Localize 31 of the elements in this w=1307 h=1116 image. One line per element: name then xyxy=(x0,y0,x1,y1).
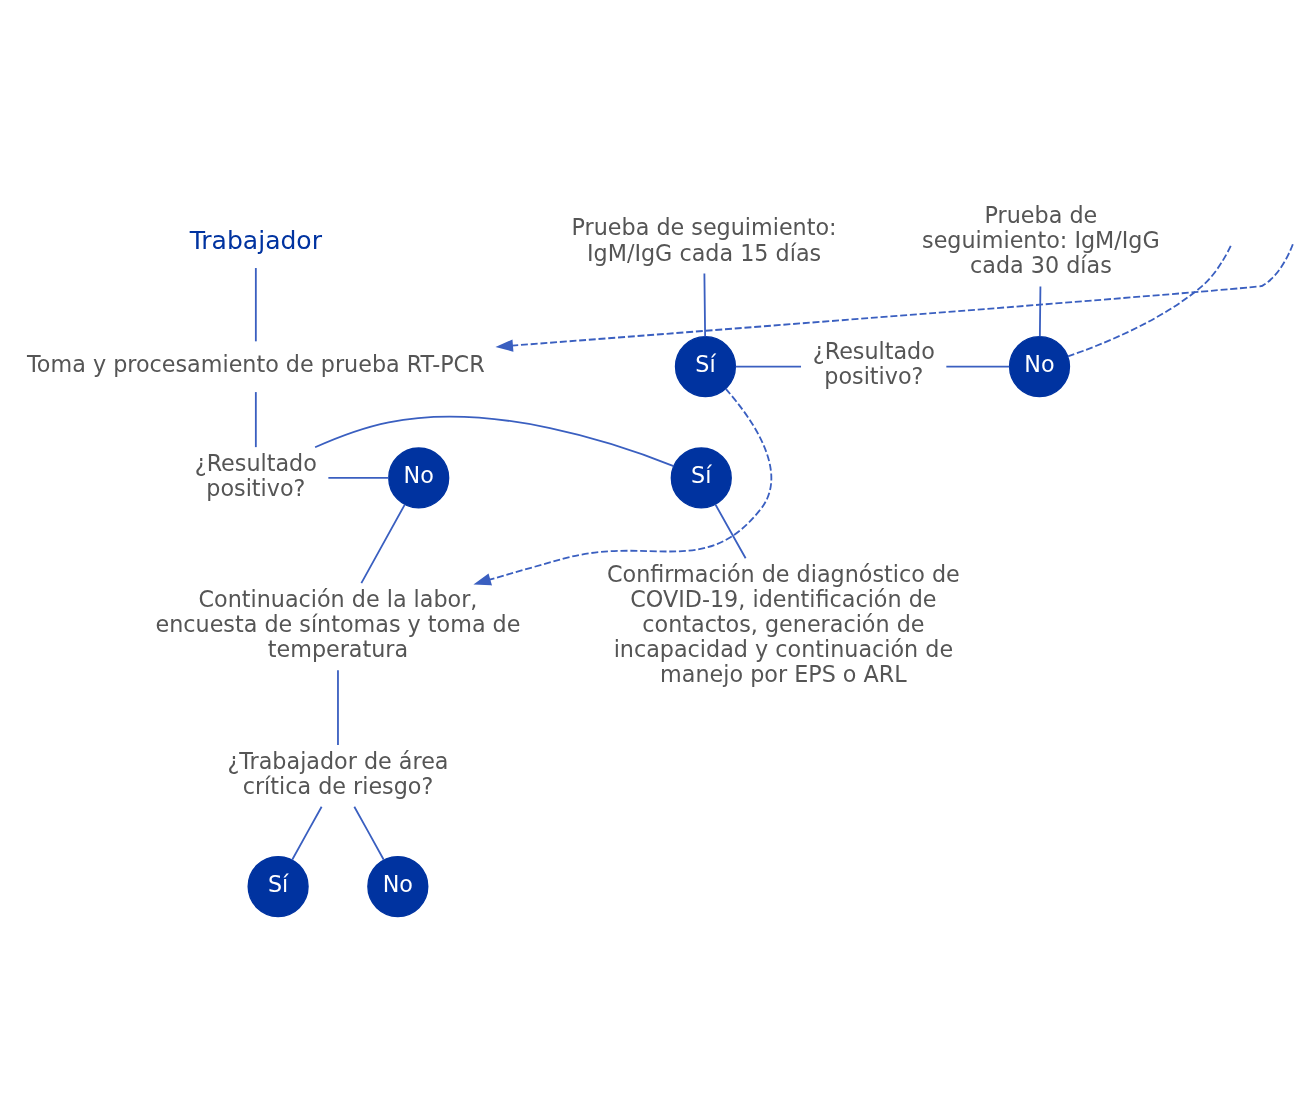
connector xyxy=(353,805,385,861)
node-text: Prueba de seguimiento: IgM/IgG cada 30 días xyxy=(922,201,1160,279)
node-circle: No xyxy=(367,855,429,918)
arrow xyxy=(495,243,1294,352)
node-circle: Sí xyxy=(670,447,732,509)
connector xyxy=(360,503,406,585)
connector xyxy=(254,267,257,343)
node-text: Confirmación de diagnóstico de COVID-19, identificación de contactos, generación de incapacidad y continuación de manejo por EPS o ARL xyxy=(607,561,960,688)
connector xyxy=(945,365,1011,368)
connector xyxy=(254,391,257,449)
node-circle: No xyxy=(388,447,450,509)
node-circle: Sí xyxy=(674,336,737,398)
node-text: ¿Trabajador de área crítica de riesgo? xyxy=(227,747,449,799)
connector xyxy=(703,272,706,338)
node-text: Continuación de la labor, encuesta de síntomas y toma de temperatura xyxy=(155,586,521,663)
node-text: Toma y procesamiento de prueba RT-PCR xyxy=(27,350,485,377)
arrow xyxy=(473,388,773,586)
node-text: Trabajador xyxy=(189,225,323,255)
node-text: Prueba de seguimiento: IgM/IgG cada 15 días xyxy=(571,214,837,266)
node-text: ¿Resultado positivo? xyxy=(194,449,317,501)
connector xyxy=(734,365,802,368)
node-circle: No xyxy=(1008,336,1071,398)
node-text: ¿Resultado positivo? xyxy=(812,338,935,390)
node-circle: Sí xyxy=(247,855,309,918)
connector xyxy=(1067,243,1233,358)
connector xyxy=(1038,285,1042,338)
connector xyxy=(314,415,675,467)
connector xyxy=(291,805,323,861)
connector xyxy=(327,477,390,479)
connector xyxy=(337,669,339,746)
connector xyxy=(714,503,747,560)
